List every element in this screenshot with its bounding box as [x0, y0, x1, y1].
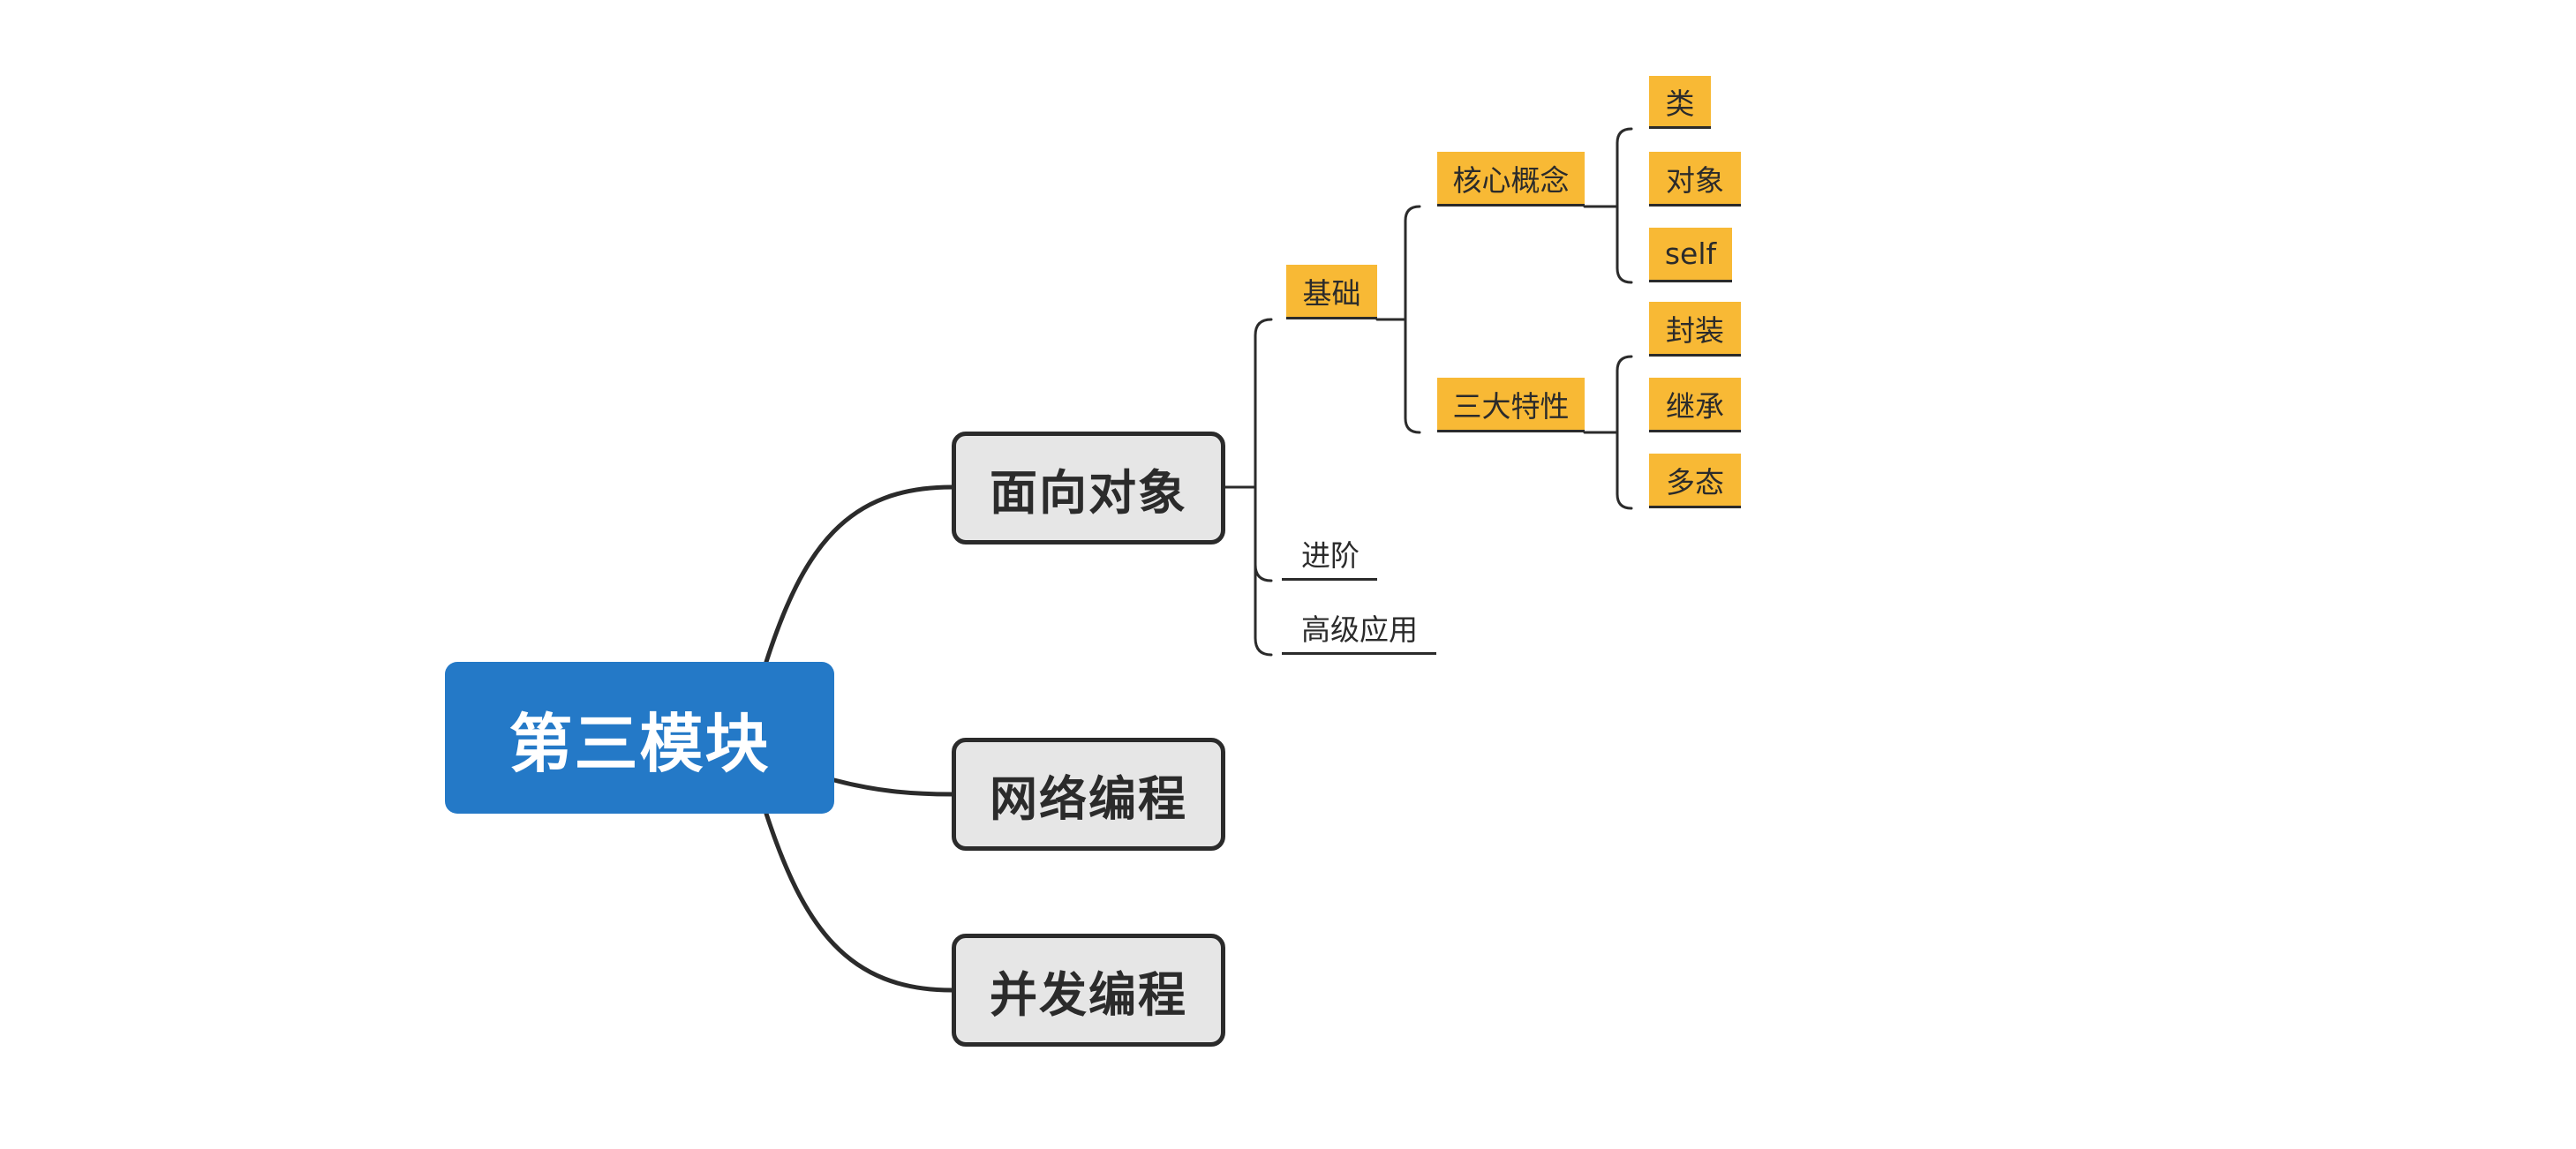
leaf-object[interactable]: 对象 [1649, 152, 1741, 207]
connector-features-bracket [1616, 355, 1633, 510]
subtopic-advanced[interactable]: 进阶 [1282, 528, 1377, 581]
subtopic-basics[interactable]: 基础 [1286, 265, 1377, 319]
leaf-polymorphism[interactable]: 多态 [1649, 454, 1741, 508]
connector-root-concurrency [764, 811, 954, 993]
connector-root-oop [764, 484, 954, 665]
subtopic-core-concepts[interactable]: 核心概念 [1437, 152, 1585, 207]
connector-root-network [832, 777, 954, 797]
connector-basics-bracket [1404, 205, 1421, 434]
leaf-class[interactable]: 类 [1649, 76, 1711, 129]
topic-oop[interactable]: 面向对象 [952, 432, 1225, 544]
subtopic-advanced-applications[interactable]: 高级应用 [1282, 602, 1436, 655]
connector-core-bracket [1616, 127, 1633, 284]
root-topic[interactable]: 第三模块 [445, 662, 834, 814]
topic-concurrent-programming[interactable]: 并发编程 [952, 934, 1225, 1047]
leaf-encapsulation[interactable]: 封装 [1649, 302, 1741, 357]
leaf-inheritance[interactable]: 继承 [1649, 378, 1741, 432]
connector-oop-advanced [1254, 563, 1273, 582]
leaf-self[interactable]: self [1649, 228, 1732, 282]
subtopic-three-features[interactable]: 三大特性 [1437, 378, 1585, 432]
connector-oop-bracket [1254, 318, 1273, 657]
topic-network-programming[interactable]: 网络编程 [952, 738, 1225, 851]
